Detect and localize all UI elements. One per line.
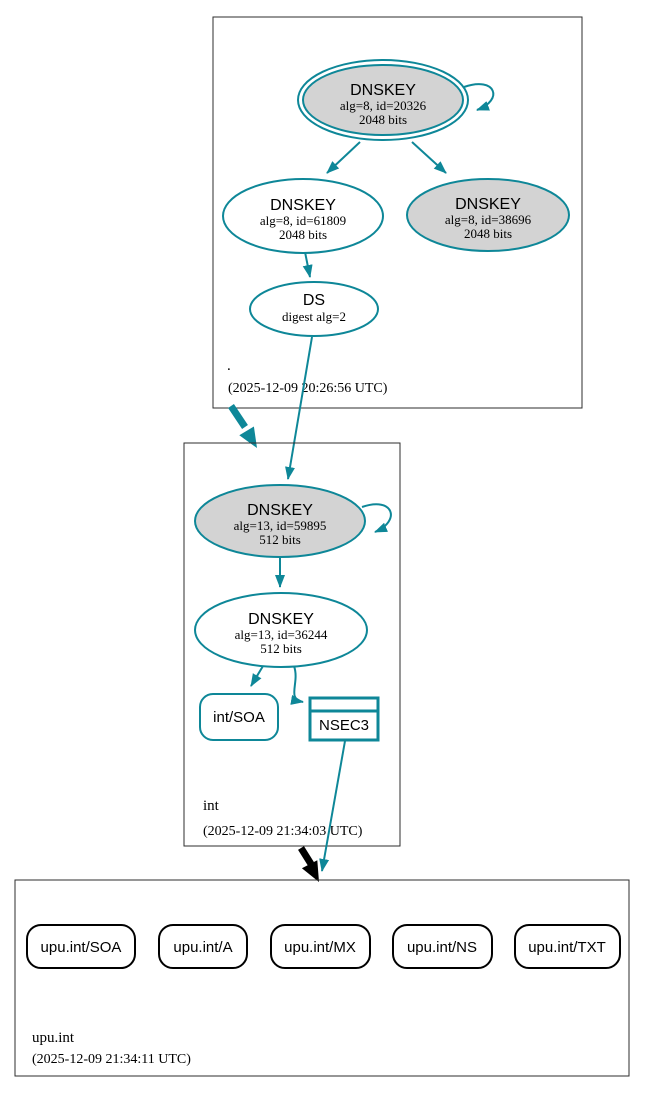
delegation-arrow-int-to-upuint bbox=[298, 846, 319, 882]
node-upu-int-txt[interactable]: upu.int/TXT bbox=[514, 924, 621, 969]
upu-int-mx-rect bbox=[270, 924, 371, 969]
dnskey-20326-detail2: 2048 bits bbox=[359, 112, 407, 127]
dnskey-38696-ellipse bbox=[406, 178, 570, 252]
node-int-soa[interactable]: int/SOA bbox=[199, 693, 279, 741]
upu-int-mx-label: upu.int/MX bbox=[284, 939, 356, 956]
zone-root: DNSKEY alg=8, id=20326 2048 bits DNSKEY … bbox=[212, 16, 583, 409]
upu-int-soa-rect bbox=[26, 924, 136, 969]
upu-int-txt-rect bbox=[514, 924, 621, 969]
dnskey-59895-ellipse bbox=[194, 484, 366, 558]
zone-timestamp-int: (2025-12-09 21:34:03 UTC) bbox=[203, 824, 363, 839]
delegation-arrow-root-to-int bbox=[228, 404, 257, 448]
edge-zsk36244-to-int-soa bbox=[250, 665, 264, 687]
edge-ds-to-dnskey59895 bbox=[285, 336, 313, 480]
node-dnskey-61809[interactable]: DNSKEY alg=8, id=61809 2048 bits bbox=[222, 178, 384, 254]
dnskey-61809-detail1: alg=8, id=61809 bbox=[260, 213, 346, 228]
dnskey-20326-inner-ellipse bbox=[302, 64, 464, 136]
zone-timestamp-root: (2025-12-09 20:26:56 UTC) bbox=[228, 381, 388, 396]
dnskey-36244-detail1: alg=13, id=36244 bbox=[235, 627, 328, 642]
upu-int-soa-label: upu.int/SOA bbox=[41, 939, 122, 956]
zone-box-upu-int bbox=[14, 879, 630, 1077]
zone-box-root bbox=[212, 16, 583, 409]
zone-label-root: . bbox=[227, 358, 231, 374]
node-dnskey-36244[interactable]: DNSKEY alg=13, id=36244 512 bits bbox=[194, 592, 368, 668]
dnskey-59895-title: DNSKEY bbox=[247, 502, 313, 519]
node-upu-int-ns[interactable]: upu.int/NS bbox=[392, 924, 493, 969]
edge-zsk36244-to-nsec3 bbox=[290, 665, 304, 705]
upu-int-ns-rect bbox=[392, 924, 493, 969]
node-dnskey-59895[interactable]: DNSKEY alg=13, id=59895 512 bits bbox=[194, 484, 366, 558]
zone-label-upu-int: upu.int bbox=[32, 1030, 75, 1046]
zone-timestamp-upu-int: (2025-12-09 21:34:11 UTC) bbox=[32, 1052, 191, 1067]
upu-int-a-rect bbox=[158, 924, 248, 969]
zone-box-int bbox=[183, 442, 401, 847]
ds-title: DS bbox=[303, 292, 325, 309]
upu-int-a-label: upu.int/A bbox=[173, 939, 232, 956]
node-ds[interactable]: DS digest alg=2 bbox=[249, 281, 379, 337]
dnskey-36244-detail2: 512 bits bbox=[260, 641, 302, 656]
dnskey-59895-detail2: 512 bits bbox=[259, 532, 301, 547]
delegation-arrow-black-head bbox=[301, 860, 319, 882]
zone-int: DNSKEY alg=13, id=59895 512 bits DNSKEY … bbox=[183, 442, 401, 847]
delegation-arrow-head bbox=[239, 426, 257, 448]
node-upu-int-mx[interactable]: upu.int/MX bbox=[270, 924, 371, 969]
dnskey-59895-detail1: alg=13, id=59895 bbox=[234, 518, 327, 533]
delegation-arrow-black-shaft bbox=[298, 846, 314, 866]
ds-ellipse bbox=[249, 281, 379, 337]
node-nsec3[interactable]: NSEC3 bbox=[308, 696, 380, 742]
dnskey-61809-ellipse bbox=[222, 178, 384, 254]
dnskey-36244-title: DNSKEY bbox=[248, 611, 314, 628]
delegation-arrow-shaft bbox=[228, 404, 248, 429]
node-upu-int-a[interactable]: upu.int/A bbox=[158, 924, 248, 969]
edge-ksk20326-to-zsk61809 bbox=[326, 141, 361, 174]
edge-ksk20326-self-loop bbox=[463, 83, 495, 111]
dnskey-38696-detail2: 2048 bits bbox=[464, 226, 512, 241]
node-upu-int-soa[interactable]: upu.int/SOA bbox=[26, 924, 136, 969]
int-soa-rect bbox=[199, 693, 279, 741]
dnskey-20326-title: DNSKEY bbox=[350, 82, 416, 99]
zone-upu-int: upu.int/SOA upu.int/A upu.int/MX upu.int… bbox=[14, 879, 630, 1077]
nsec3-label: NSEC3 bbox=[319, 717, 369, 734]
dnskey-61809-title: DNSKEY bbox=[270, 197, 336, 214]
dnskey-38696-title: DNSKEY bbox=[455, 196, 521, 213]
dnskey-38696-detail1: alg=8, id=38696 bbox=[445, 212, 532, 227]
ds-detail1: digest alg=2 bbox=[282, 309, 346, 324]
nsec3-rect bbox=[308, 696, 380, 742]
edge-ksk20326-to-key38696 bbox=[411, 141, 447, 174]
edge-ksk59895-self-loop bbox=[361, 503, 392, 533]
upu-int-txt-label: upu.int/TXT bbox=[528, 939, 606, 956]
node-dnskey-20326[interactable]: DNSKEY alg=8, id=20326 2048 bits bbox=[297, 59, 469, 141]
edge-zsk61809-to-ds bbox=[302, 251, 313, 278]
dnskey-36244-ellipse bbox=[194, 592, 368, 668]
zone-label-int: int bbox=[203, 798, 220, 814]
dnskey-20326-detail1: alg=8, id=20326 bbox=[340, 98, 427, 113]
upu-int-ns-label: upu.int/NS bbox=[407, 939, 477, 956]
int-soa-label: int/SOA bbox=[213, 709, 265, 726]
edge-nsec3-to-upuint-zone bbox=[319, 740, 346, 872]
dnskey-61809-detail2: 2048 bits bbox=[279, 227, 327, 242]
node-dnskey-38696[interactable]: DNSKEY alg=8, id=38696 2048 bits bbox=[406, 178, 570, 252]
